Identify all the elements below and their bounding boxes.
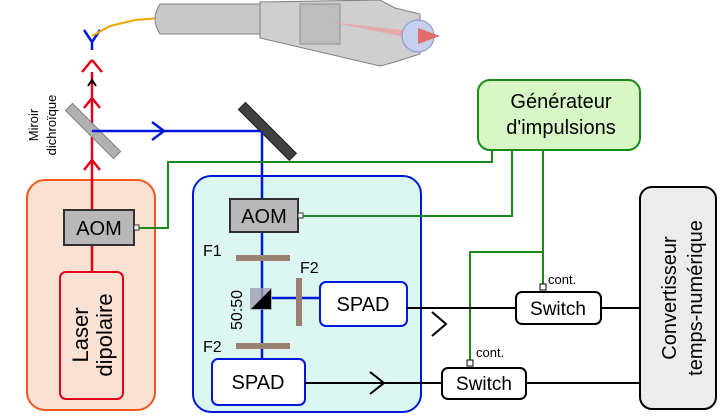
switch-top-label: Switch — [530, 299, 586, 320]
cont-port-bottom — [466, 359, 474, 367]
beam-splitter-face — [251, 289, 271, 309]
generateur-box — [477, 79, 641, 151]
objective-focus-cone — [330, 22, 420, 40]
signal-arrow-bottom — [369, 371, 386, 395]
objective-tip — [418, 28, 440, 44]
objective-body — [154, 3, 261, 35]
switch-bottom-label: Switch — [456, 374, 512, 395]
black-mirror — [237, 101, 298, 162]
miroir-label-1: Miroir — [26, 108, 41, 141]
aom-laser-label: AOM — [76, 218, 122, 240]
aom-detect-box — [229, 198, 299, 233]
spad-top-label: SPAD — [337, 294, 390, 316]
blue-arrow-horizontal — [151, 121, 167, 141]
cont-top-label: cont. — [548, 272, 576, 287]
fiber-red-right — [91, 59, 103, 73]
trigger-line-switch-bottom — [469, 251, 543, 362]
f2-right-label: F2 — [300, 260, 319, 277]
cont-port-top — [539, 283, 547, 291]
bs-label: 50:50 — [229, 290, 246, 330]
signal-arrow-top — [431, 311, 448, 337]
spad-top-box — [319, 281, 408, 327]
generateur-label-1: Générateur — [510, 91, 612, 113]
aom-detect-port — [297, 212, 304, 219]
spad-bottom-label: SPAD — [232, 372, 285, 394]
trigger-line-laser-aom — [139, 150, 493, 229]
filter-f1 — [236, 255, 290, 261]
laser-label-2: dipolaire — [92, 293, 117, 376]
fiber-red-left — [81, 59, 93, 73]
aom-detect-label: AOM — [241, 206, 287, 228]
generateur-label-2: d'impulsions — [506, 117, 615, 139]
fiber-blue-1 — [82, 29, 94, 43]
objective-ring — [299, 3, 341, 45]
aom-laser-port — [133, 224, 140, 231]
converter-box — [639, 186, 717, 410]
f1-label: F1 — [203, 243, 222, 260]
laser-label-1: Laser — [68, 307, 93, 362]
laser-arrow-1 — [83, 157, 101, 171]
converter-label-1: Convertisseur — [659, 236, 681, 360]
fiber-arrow-black — [87, 78, 97, 87]
f2-bottom-label: F2 — [203, 339, 222, 356]
converter-label-2: temps-numérique — [685, 220, 707, 376]
detection-enclosure — [192, 175, 422, 413]
miroir-label-2: dichroïque — [44, 95, 59, 156]
laser-arrow-2 — [83, 95, 101, 109]
filter-f2-bottom — [236, 343, 290, 349]
aom-laser-box — [63, 209, 135, 246]
trigger-line-detect-aom — [303, 150, 513, 217]
fiber-yellow — [91, 17, 161, 37]
cont-bottom-label: cont. — [476, 345, 504, 360]
filter-f2-right — [296, 278, 302, 326]
